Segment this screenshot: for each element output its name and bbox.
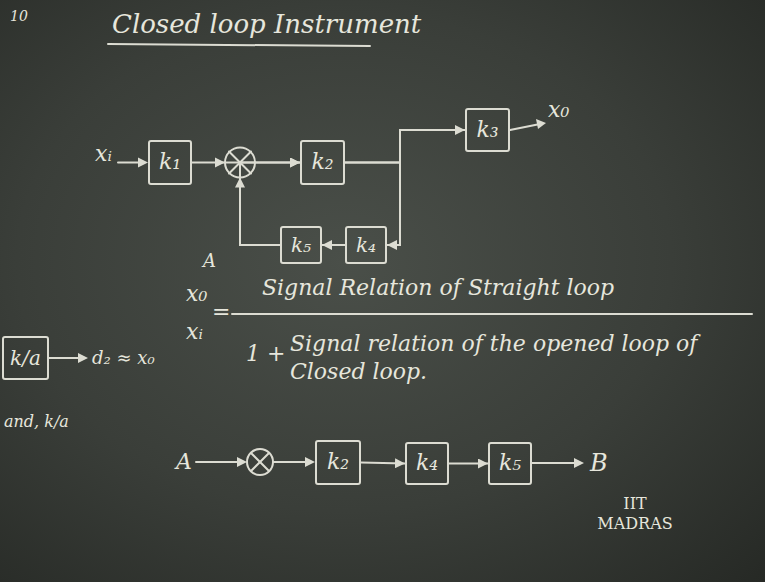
gain-block: k₂ (300, 140, 345, 185)
signal-connector (345, 130, 465, 163)
block-gain: k₂ (311, 149, 333, 175)
input-line (196, 461, 240, 463)
gain-block: k₃ (465, 108, 510, 152)
arrowhead (78, 353, 88, 363)
output-signal: x₀ (548, 96, 569, 124)
arrowhead (536, 119, 546, 129)
signal-line (273, 461, 305, 463)
gain-block: k₂ (315, 440, 361, 485)
junction-cross (251, 453, 269, 471)
watermark: IIT MADRAS (590, 494, 680, 534)
block-gain: k₃ (476, 117, 498, 143)
junction-cross (251, 453, 269, 471)
block-gain: k₂ (327, 449, 349, 475)
side-note: and, k/a (4, 412, 69, 432)
block-gain: k/a (10, 346, 41, 370)
gain-block: k₅ (488, 442, 532, 485)
block-gain: k₁ (159, 149, 181, 175)
fraction-bar (232, 313, 752, 315)
formula-numerator: Signal Relation of Straight loop (262, 274, 614, 302)
board-title: Closed loop Instrument (112, 8, 421, 41)
signal-connector (449, 463, 488, 465)
output-line (532, 462, 576, 464)
side-note: d₂ ≈ x₀ (92, 347, 155, 370)
arrowhead (138, 158, 148, 168)
input-signal: xᵢ (186, 318, 203, 346)
input-signal: xᵢ (95, 140, 112, 168)
output-line (510, 124, 540, 130)
output-line (48, 357, 82, 359)
arrowhead (574, 458, 584, 468)
gain-block: k₁ (148, 140, 192, 185)
signal-name: A (203, 250, 216, 273)
arrowhead (305, 457, 315, 467)
gain-block: k/a (2, 336, 49, 380)
gain-block: k₄ (405, 442, 449, 485)
page-number: 10 (10, 8, 28, 26)
block-gain: k₅ (291, 233, 311, 257)
formula-denominator: Signal relation of the opened loop of Cl… (290, 330, 720, 385)
gain-block: k₅ (280, 226, 322, 264)
signal-name: A (176, 448, 192, 476)
title-underline (108, 44, 370, 46)
equals-sign: = (212, 298, 230, 326)
block-gain: k₄ (356, 233, 376, 257)
arrowhead (237, 457, 247, 467)
signal-connector (240, 163, 300, 246)
output-signal: x₀ (186, 280, 207, 308)
input-line (118, 162, 140, 164)
signal-connector (361, 463, 405, 464)
block-gain: k₅ (499, 450, 521, 476)
signal-connector (345, 163, 400, 246)
signal-name: B (590, 448, 608, 478)
block-gain: k₄ (416, 450, 438, 476)
signal-connector (322, 244, 345, 246)
formula-term: 1 + (246, 340, 285, 368)
gain-block: k₄ (345, 226, 387, 264)
summing-junction (247, 449, 273, 475)
